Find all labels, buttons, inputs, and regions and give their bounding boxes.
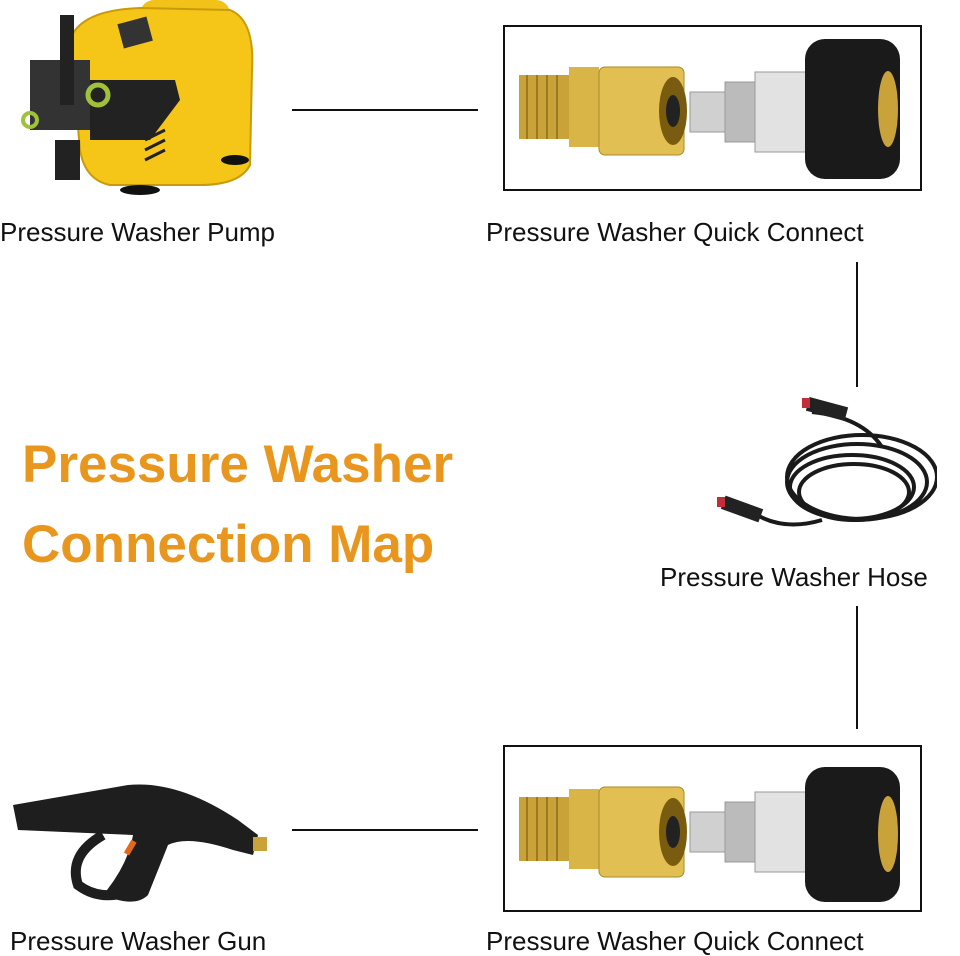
pump-label: Pressure Washer Pump — [0, 217, 276, 247]
connector-line — [292, 829, 478, 831]
quick-connect-top-label: Pressure Washer Quick Connect — [486, 217, 864, 247]
pressure-washer-gun-image — [13, 784, 267, 902]
diagram-title-line-2: Connection Map — [22, 515, 435, 574]
connector-line — [856, 262, 858, 387]
hose-label: Pressure Washer Hose — [660, 562, 928, 592]
pressure-washer-pump-image — [21, 0, 254, 195]
connector-line — [292, 109, 478, 111]
quick-connect-top-image — [503, 25, 922, 191]
gun-label: Pressure Washer Gun — [10, 926, 267, 956]
quick-connect-bottom-image — [503, 745, 922, 912]
connector-line — [856, 606, 858, 729]
diagram-title-line-1: Pressure Washer — [22, 435, 454, 494]
pressure-washer-hose-image — [717, 397, 937, 527]
quick-connect-bottom-label: Pressure Washer Quick Connect — [486, 926, 864, 956]
